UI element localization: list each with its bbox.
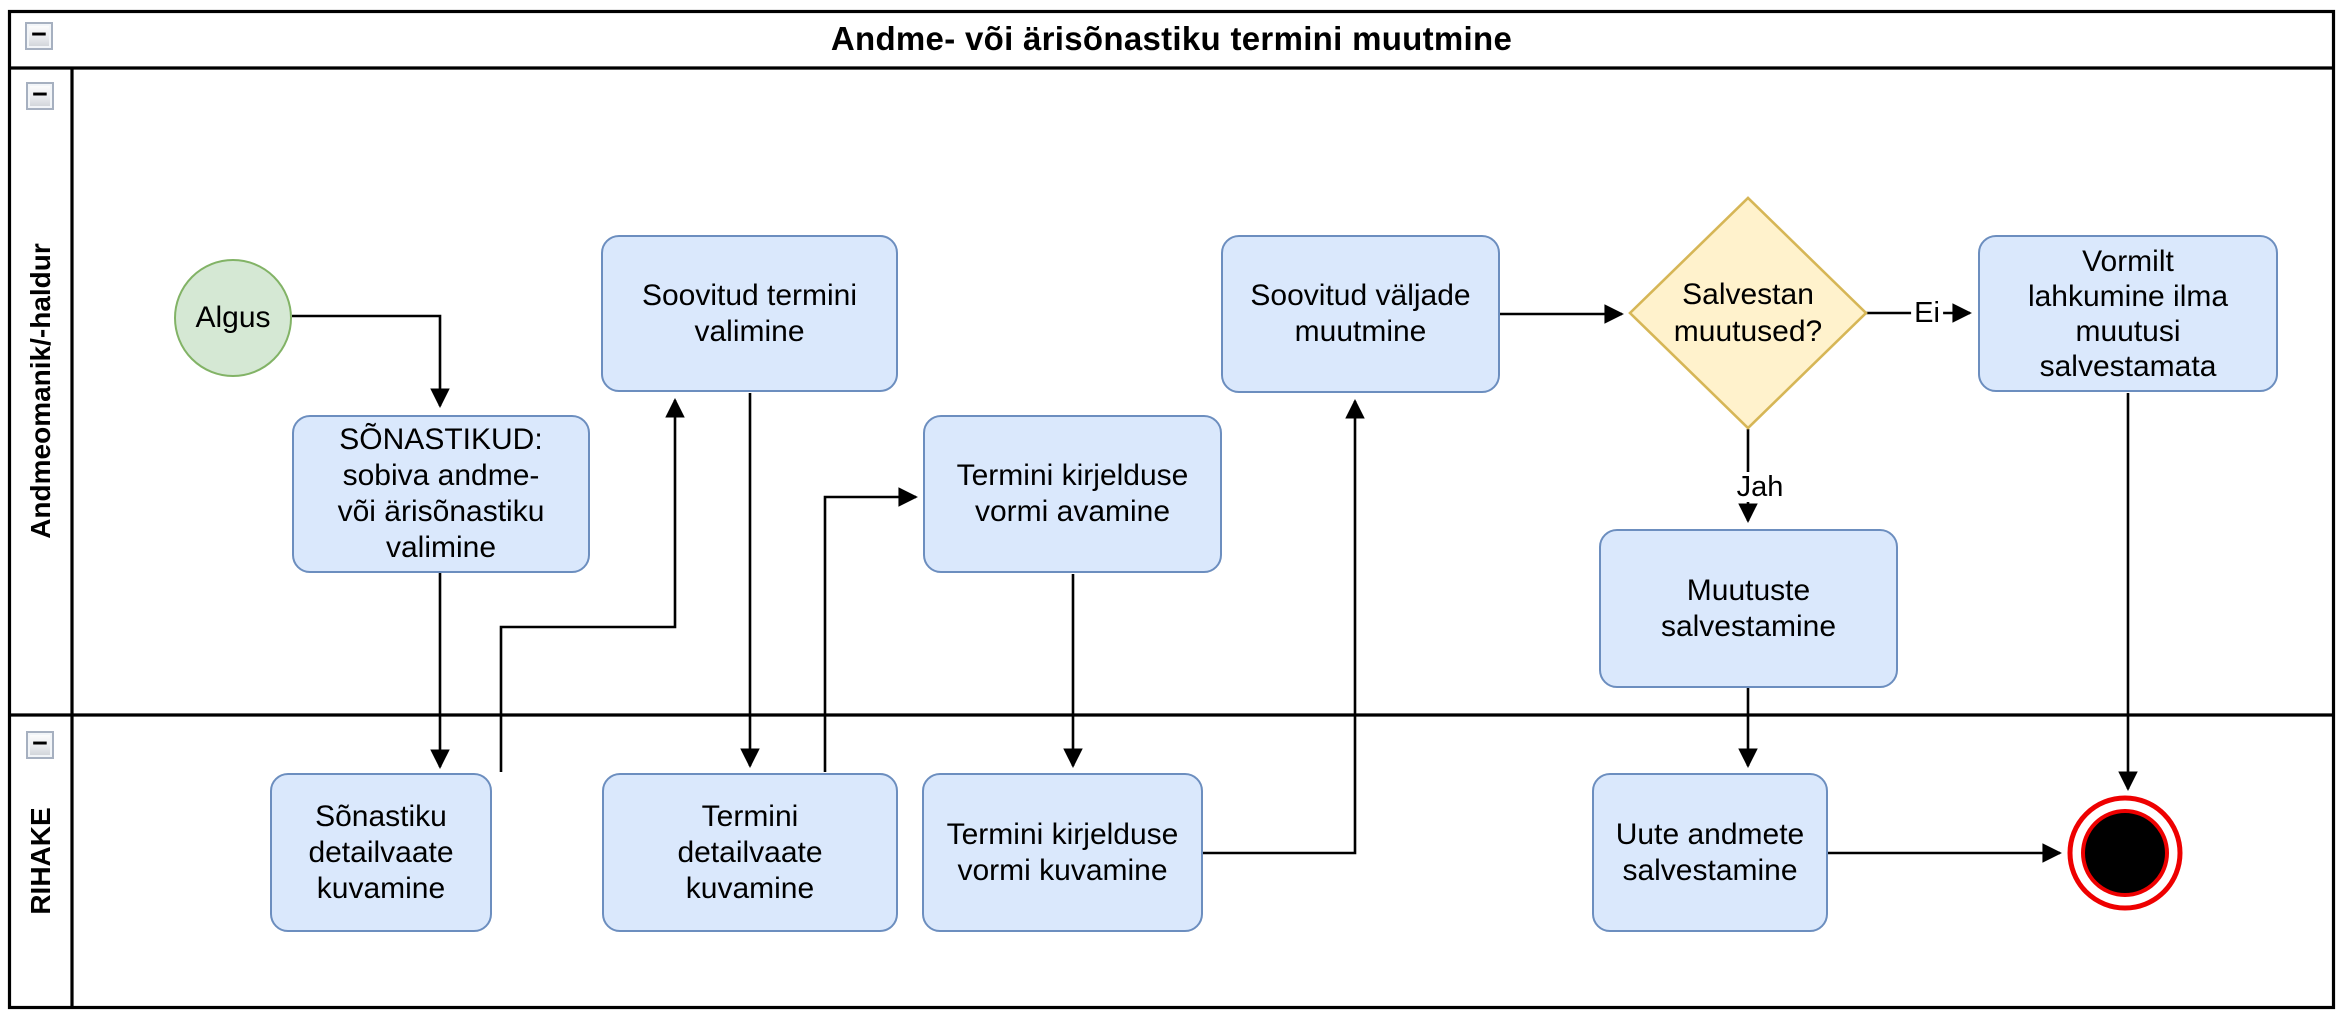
task-valjade-muutmine[interactable]: Soovitud väljade muutmine — [1221, 235, 1500, 393]
task-label: Uute andmete salvestamine — [1615, 817, 1805, 887]
lane-rihake-collapse-button[interactable]: − — [26, 728, 54, 759]
pool-title: Andme- või ärisõnastiku termini muutmine — [830, 20, 1513, 57]
task-label: Soovitud väljade muutmine — [1250, 279, 1471, 348]
edge-label-jah: Jah — [1733, 472, 1787, 502]
flow-start-to-sonastikud — [292, 314, 450, 408]
task-sonastiku-detailvaade[interactable]: Sõnastiku detailvaate kuvamine — [270, 773, 492, 932]
minus-icon: − — [32, 728, 48, 758]
task-label: Vormilt lahkumine ilma muutusi salvestam… — [2027, 244, 2229, 383]
task-label: SÕNASTIKUD: sobiva andme- või ärisõnasti… — [337, 423, 545, 564]
lane-andmeomanik-collapse-button[interactable]: − — [26, 79, 54, 110]
pool-border — [7, 9, 2336, 1010]
task-muutuste-salvestamine[interactable]: Muutuste salvestamine — [1599, 529, 1898, 688]
edge-label-ei: Ei — [1911, 298, 1943, 328]
end-event-inner-disc — [2081, 809, 2169, 897]
task-termini-detailvaade[interactable]: Termini detailvaate kuvamine — [602, 773, 898, 932]
task-vormilt-lahkumine[interactable]: Vormilt lahkumine ilma muutusi salvestam… — [1978, 235, 2278, 392]
flow-sonastiku-detailvaade-to-soovitud-termini — [499, 398, 685, 772]
task-label: Termini kirjelduse vormi avamine — [956, 459, 1189, 528]
task-label: Soovitud termini valimine — [641, 278, 858, 348]
start-event[interactable]: Algus — [174, 259, 292, 377]
task-vormi-avamine[interactable]: Termini kirjelduse vormi avamine — [923, 415, 1222, 573]
lane-label-rihake: RIHAKE — [25, 807, 56, 915]
minus-icon: − — [32, 79, 48, 109]
task-sonastikud-valimine[interactable]: SÕNASTIKUD: sobiva andme- või ärisõnasti… — [292, 415, 590, 573]
task-uute-andmete-salvestamine[interactable]: Uute andmete salvestamine — [1592, 773, 1828, 932]
task-vormi-kuvamine[interactable]: Termini kirjelduse vormi kuvamine — [922, 773, 1203, 932]
task-label: Muutuste salvestamine — [1660, 573, 1837, 643]
gateway-salvestan-muutused[interactable] — [1628, 196, 1868, 430]
gateway-label: Salvestan muutused? — [1673, 278, 1823, 348]
end-event[interactable] — [2067, 795, 2183, 911]
task-soovitud-termini-valimine[interactable]: Soovitud termini valimine — [601, 235, 898, 392]
lane-label-andmeomanik: Andmeomanik/-haldur — [25, 243, 56, 539]
minus-icon: − — [31, 19, 47, 49]
task-label: Termini detailvaate kuvamine — [677, 799, 823, 905]
flow-termini-detailvaade-to-vormi-avamine — [823, 487, 918, 772]
flow-vormi-kuvamine-to-valjade-muutmine — [1203, 399, 1365, 855]
task-label: Termini kirjelduse vormi kuvamine — [946, 817, 1179, 887]
pool-collapse-button[interactable]: − — [25, 19, 53, 50]
start-event-label: Algus — [195, 301, 271, 334]
task-label: Sõnastiku detailvaate kuvamine — [308, 799, 454, 905]
